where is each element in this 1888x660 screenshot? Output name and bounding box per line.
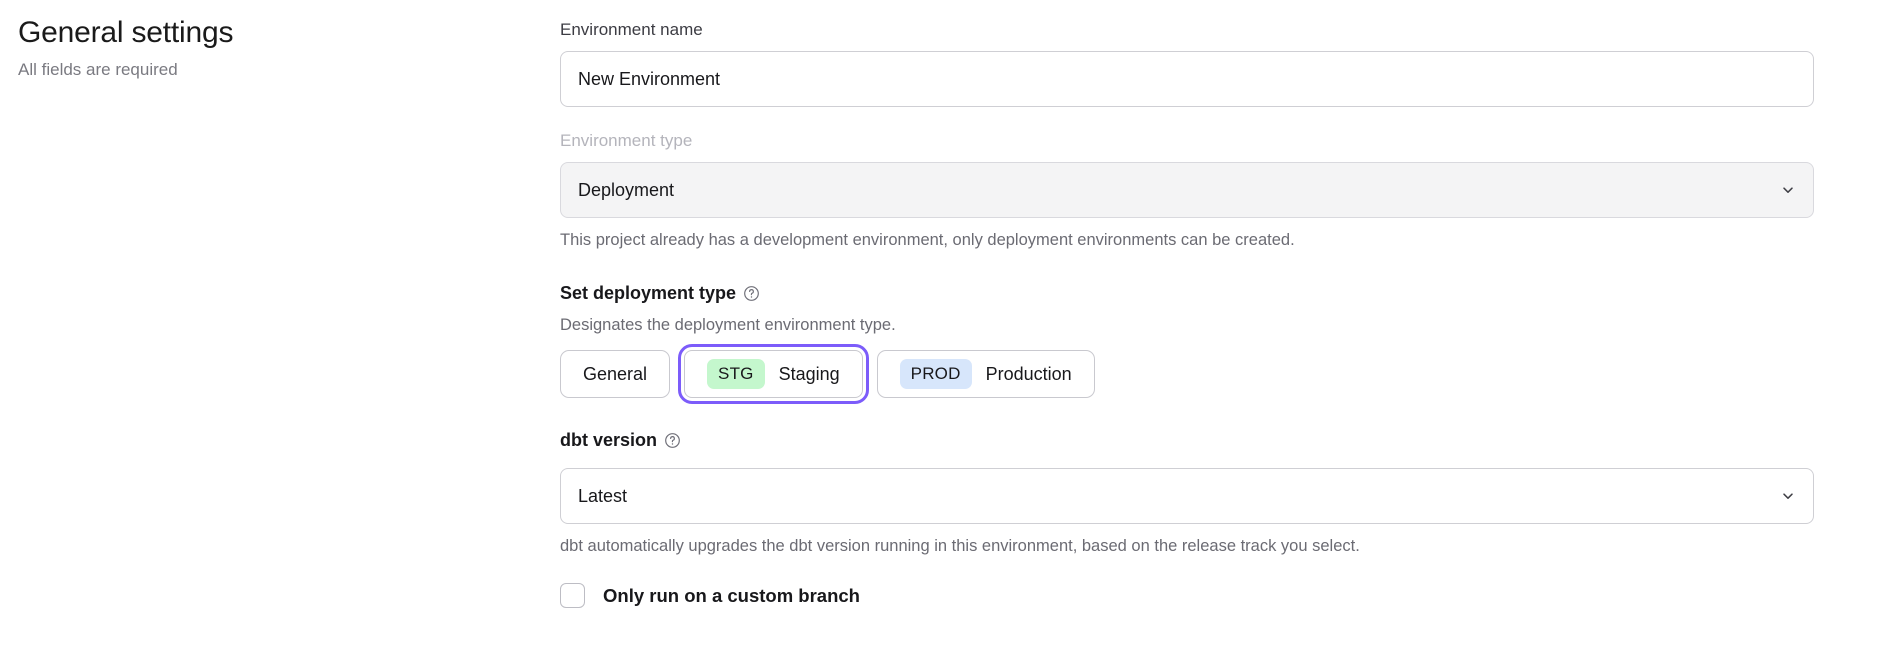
deployment-type-label: Set deployment type: [560, 283, 737, 303]
deployment-type-option-general[interactable]: General: [560, 350, 671, 398]
production-badge: PROD: [899, 359, 972, 389]
page-title: General settings: [18, 16, 234, 49]
environment-name-input[interactable]: [560, 51, 1814, 107]
deployment-type-option-staging-label: Staging: [778, 363, 840, 384]
deployment-type-label-row: Set deployment type: [560, 281, 1814, 305]
dbt-version-helper-text: dbt automatically upgrades the dbt versi…: [560, 537, 1360, 555]
environment-type-select-wrap: Deployment: [560, 162, 1814, 218]
question-circle-icon[interactable]: [743, 285, 760, 302]
deployment-type-field: Set deployment type Designates the deplo…: [560, 281, 1814, 404]
environment-type-helper-text: This project already has a development e…: [560, 231, 1295, 249]
environment-type-select[interactable]: Deployment: [560, 162, 1814, 218]
dbt-version-select-wrap: Latest: [560, 468, 1814, 524]
dbt-version-label: dbt version: [560, 430, 658, 450]
deployment-type-description: Designates the deployment environment ty…: [560, 316, 896, 334]
custom-branch-checkbox[interactable]: [560, 583, 585, 608]
deployment-type-option-production[interactable]: PROD Production: [876, 350, 1095, 398]
environment-type-field: Environment type Deployment This project…: [560, 129, 1814, 251]
staging-badge: STG: [707, 359, 765, 389]
environment-type-label: Environment type: [560, 131, 693, 150]
deployment-type-option-staging[interactable]: STG Staging: [678, 344, 869, 404]
deployment-type-option-general-label: General: [583, 363, 648, 384]
deployment-type-option-production-label: Production: [985, 363, 1072, 384]
deployment-type-segmented-control: General STG Staging PROD Production: [560, 344, 1814, 404]
custom-branch-row: Only run on a custom branch: [560, 583, 1814, 608]
environment-name-field: Environment name: [560, 18, 1814, 107]
dbt-version-field: dbt version Latest dbt aut: [560, 428, 1814, 557]
dbt-version-label-row: dbt version: [560, 428, 1814, 452]
question-circle-icon[interactable]: [664, 432, 681, 449]
page-subtitle: All fields are required: [18, 60, 178, 79]
settings-form-column: Environment name Environment type Deploy…: [560, 0, 1852, 608]
environment-name-label: Environment name: [560, 20, 703, 39]
custom-branch-label[interactable]: Only run on a custom branch: [603, 584, 860, 606]
settings-header-column: General settings All fields are required: [0, 0, 560, 81]
dbt-version-select[interactable]: Latest: [560, 468, 1814, 524]
